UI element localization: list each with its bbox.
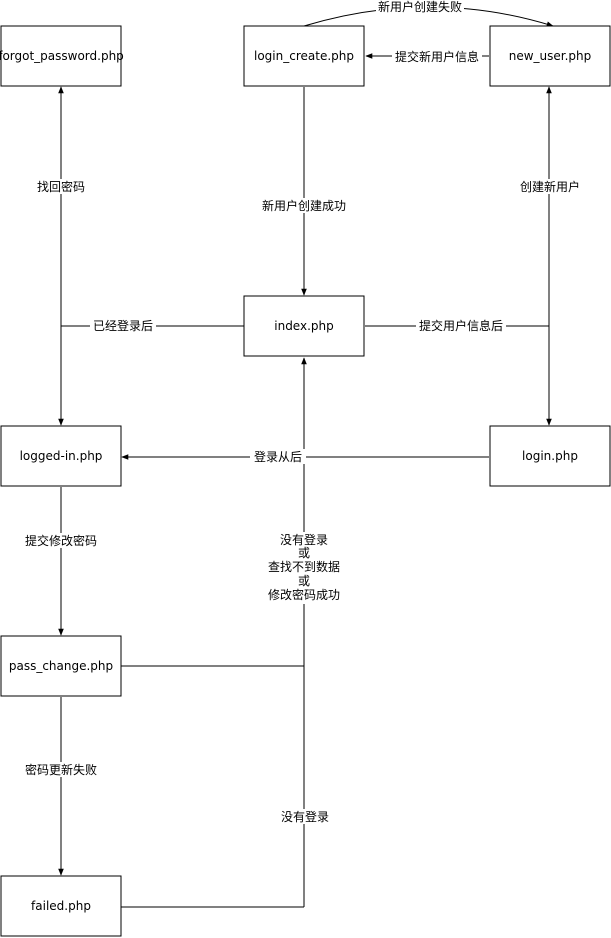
node-pass-change-label: pass_change.php [9, 659, 113, 673]
node-pass-change[interactable]: pass_change.php [0, 635, 122, 697]
node-new-user[interactable]: new_user.php [489, 25, 611, 87]
node-logged-in-label: logged-in.php [20, 449, 103, 463]
label-submit-new-user: 提交新用户信息 [395, 49, 479, 64]
label-create-success: 新用户创建成功 [262, 198, 346, 213]
label-recover-password: 找回密码 [37, 179, 85, 194]
node-failed-label: failed.php [31, 899, 91, 913]
label-create-failed: 新用户创建失败 [378, 0, 462, 14]
label-already-logged-in: 已经登录后 [93, 318, 153, 333]
label-data-not-found-line3: 查找不到数据 [268, 559, 340, 574]
node-index-label: index.php [274, 319, 333, 333]
label-not-logged-in-line1: 没有登录 [280, 532, 328, 547]
node-login-create[interactable]: login_create.php [243, 25, 365, 87]
node-logged-in[interactable]: logged-in.php [0, 425, 122, 487]
label-submit-change-password: 提交修改密码 [25, 533, 97, 548]
label-not-logged-in-2: 没有登录 [281, 809, 329, 824]
node-new-user-label: new_user.php [509, 49, 592, 63]
node-login-create-label: login_create.php [254, 49, 354, 63]
node-index[interactable]: index.php [243, 295, 365, 357]
node-login-label: login.php [522, 449, 578, 463]
node-forgot-password-label: forgot_password.php [0, 49, 124, 63]
label-password-update-failed: 密码更新失败 [25, 762, 97, 777]
node-failed[interactable]: failed.php [0, 875, 122, 937]
label-or-line2: 或 [298, 546, 310, 560]
label-submit-user-info: 提交用户信息后 [419, 318, 503, 333]
label-after-login: 登录从后 [254, 449, 302, 464]
node-forgot-password[interactable]: forgot_password.php [0, 25, 124, 87]
node-login[interactable]: login.php [489, 425, 611, 487]
label-change-success-line5: 修改密码成功 [268, 587, 340, 602]
label-or-line4: 或 [298, 574, 310, 588]
label-create-new-user: 创建新用户 [520, 179, 580, 194]
